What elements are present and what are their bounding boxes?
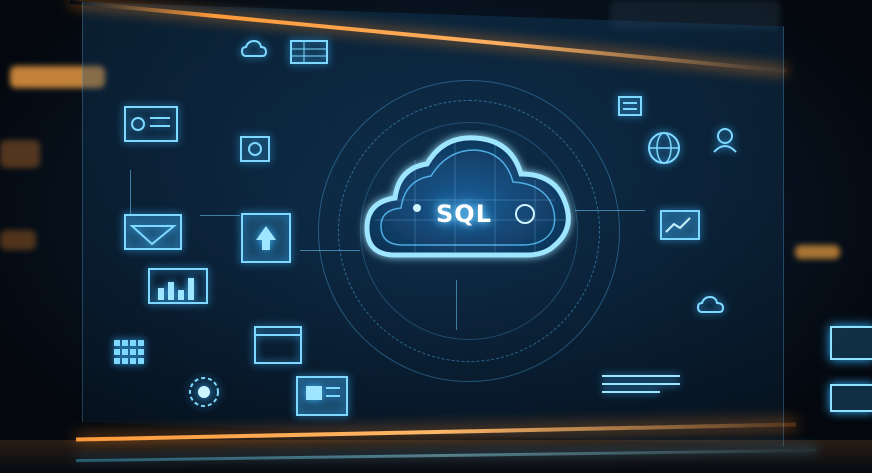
connector-line [575, 210, 645, 211]
cloud-sql-text: SQL [436, 200, 492, 228]
connector-line [130, 170, 131, 215]
middle-ring [338, 100, 600, 362]
chart-icon [660, 210, 700, 240]
bg-light-top-right [610, 0, 780, 30]
alert-icon [240, 136, 270, 162]
document-icon [124, 106, 178, 142]
cloud-icon [696, 294, 726, 316]
settings-icon [186, 374, 222, 410]
floor-reflection [0, 440, 872, 473]
cloud-icon [240, 38, 268, 60]
bg-light-orange-right [795, 245, 840, 259]
outer-ring [318, 80, 620, 382]
connector-line [300, 250, 360, 251]
monitor-icon [124, 214, 182, 250]
connector-line [200, 215, 240, 216]
connector-line [456, 280, 457, 330]
upload-icon [236, 208, 296, 268]
table-icon [290, 40, 328, 64]
bg-light-left-column [0, 140, 40, 168]
file-icon [296, 376, 348, 416]
side-screen [830, 384, 872, 412]
bg-light-orange-left [10, 66, 105, 88]
inner-ring [360, 122, 578, 340]
chart-icon [148, 268, 208, 304]
grid-icon [112, 338, 146, 366]
list-icon [618, 96, 642, 116]
bg-light-left-column-2 [0, 230, 36, 250]
sql-cloud [355, 130, 580, 270]
user-icon [710, 124, 740, 154]
side-screen [830, 326, 872, 360]
list-icon [600, 372, 682, 396]
window-icon [254, 326, 302, 364]
globe-icon [646, 130, 682, 166]
